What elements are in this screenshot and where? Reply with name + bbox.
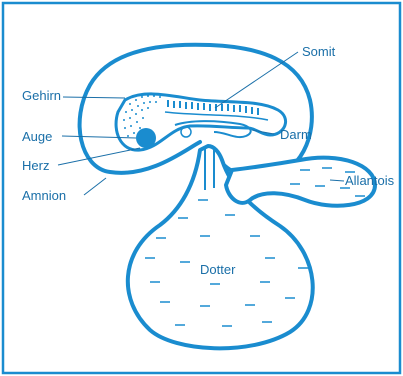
somit-leader: [215, 52, 298, 108]
label-herz: Herz: [22, 158, 49, 173]
label-gehirn: Gehirn: [22, 88, 61, 103]
amnion-leader: [84, 178, 106, 195]
label-allantois: Allantois: [345, 173, 395, 188]
herz-leader: [58, 148, 140, 165]
gehirn-leader: [63, 97, 125, 98]
label-darm: Darm: [280, 127, 312, 142]
label-dotter: Dotter: [200, 262, 236, 277]
label-auge: Auge: [22, 129, 52, 144]
gut-loop: [181, 127, 191, 137]
label-amnion: Amnion: [22, 188, 66, 203]
label-somit: Somit: [302, 44, 336, 59]
eye-heart-blob: [136, 128, 156, 148]
